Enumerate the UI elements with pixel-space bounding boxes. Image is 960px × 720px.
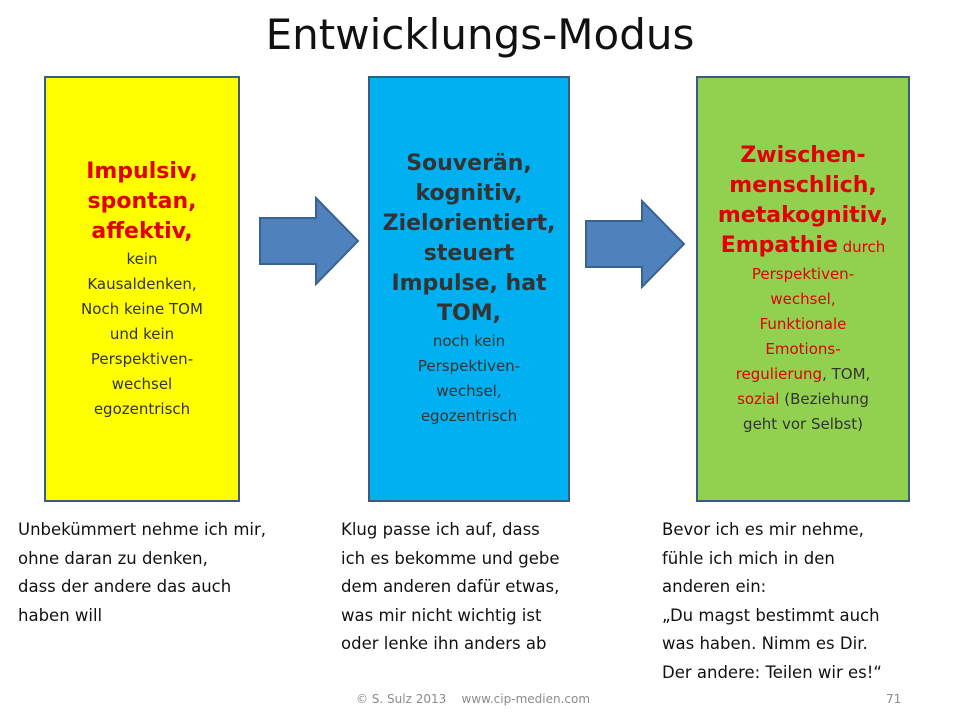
- stage-description: noch kein Perspektiven- wechsel, egozent…: [418, 329, 520, 429]
- arrow-right-icon: [585, 199, 686, 289]
- stage-heading: Impulsiv, spontan, affektiv,: [86, 157, 198, 247]
- heading-line: Impulse, hat: [391, 271, 547, 296]
- description-line: Funktionale: [759, 315, 847, 333]
- page-number: 71: [886, 692, 902, 706]
- caption-line: Der andere: Teilen wir es!“: [662, 662, 882, 682]
- description-line: Emotions-: [765, 340, 841, 358]
- caption-impulsive: Unbekümmert nehme ich mir, ohne daran zu…: [18, 516, 266, 630]
- description-line: Perspektiven-: [751, 265, 855, 283]
- caption-line: ich es bekomme und gebe: [341, 548, 560, 568]
- arrow-right-icon: [259, 196, 360, 286]
- description-line: Noch keine TOM: [81, 299, 203, 318]
- stage-heading: Souverän, kognitiv, Zielorientiert, steu…: [383, 149, 556, 329]
- caption-line: dem anderen dafür etwas,: [341, 577, 560, 596]
- caption-line: dass der andere das auch: [18, 577, 232, 596]
- heading-line: steuert: [423, 241, 515, 266]
- description-line: egozentrisch: [93, 399, 191, 418]
- heading-line: Zwischen-: [740, 143, 866, 168]
- slide-title: Entwicklungs-Modus: [265, 10, 695, 59]
- caption-line: haben will: [18, 605, 103, 625]
- description-line: Kausaldenken,: [87, 274, 197, 293]
- stage-box-sovereign: Souverän, kognitiv, Zielorientiert, steu…: [368, 76, 570, 502]
- heading-line: Souverän,: [406, 151, 532, 176]
- heading-line: affektiv,: [91, 218, 193, 244]
- regulierung-word: regulierung: [735, 365, 823, 383]
- description-line: regulierung, TOM,: [721, 362, 886, 387]
- caption-line: oder lenke ihn anders ab: [341, 634, 547, 653]
- caption-line: was mir nicht wichtig ist: [341, 605, 542, 625]
- stage-description: kein Kausaldenken, Noch keine TOM und ke…: [81, 247, 203, 422]
- caption-line: was haben. Nimm es Dir.: [662, 634, 868, 653]
- empathie-line: Empathie durch: [721, 231, 886, 262]
- description-line: Perspektiven-: [90, 349, 194, 368]
- empathie-word: Empathie: [720, 233, 838, 258]
- durch-word: durch: [837, 238, 886, 256]
- stage-box-interpersonal: Zwischen- menschlich, metakognitiv, Empa…: [696, 76, 910, 502]
- footer-credit: © S. Sulz 2013 www.cip-medien.com: [356, 692, 591, 706]
- beziehung-word: (Beziehung: [779, 390, 869, 408]
- description-line: geht vor Selbst): [743, 415, 863, 433]
- caption-line: Unbekümmert nehme ich mir,: [18, 520, 267, 539]
- caption-line: ohne daran zu denken,: [18, 548, 208, 568]
- tom-word: , TOM,: [822, 365, 871, 383]
- caption-interpersonal: Bevor ich es mir nehme, fühle ich mich i…: [662, 516, 882, 687]
- caption-line: Bevor ich es mir nehme,: [662, 520, 864, 539]
- description-line: egozentrisch: [420, 407, 518, 425]
- stage-description: Empathie durch Perspektiven- wechsel, Fu…: [721, 231, 886, 437]
- stage-box-impulsive: Impulsiv, spontan, affektiv, kein Kausal…: [44, 76, 240, 502]
- heading-line: spontan,: [87, 188, 197, 214]
- heading-line: metakognitiv,: [717, 203, 889, 228]
- description-line: Perspektiven-: [417, 357, 521, 375]
- caption-line: anderen ein:: [662, 577, 767, 596]
- caption-line: Klug passe ich auf, dass: [341, 520, 540, 539]
- description-line: noch kein: [432, 332, 506, 350]
- heading-line: Impulsiv,: [86, 158, 198, 184]
- heading-line: kognitiv,: [415, 181, 523, 206]
- caption-line: fühle ich mich in den: [662, 548, 835, 568]
- description-line: wechsel,: [436, 382, 502, 400]
- description-line: wechsel,: [770, 290, 836, 308]
- stage-heading: Zwischen- menschlich, metakognitiv,: [718, 141, 888, 231]
- heading-line: menschlich,: [729, 173, 877, 198]
- description-line: sozial (Beziehung: [721, 387, 886, 412]
- heading-line: TOM,: [437, 301, 501, 326]
- description-line: und kein: [109, 324, 175, 343]
- caption-line: „Du magst bestimmt auch: [662, 605, 880, 625]
- description-line: kein: [126, 249, 158, 268]
- heading-line: Zielorientiert,: [382, 211, 556, 236]
- sozial-word: sozial: [737, 390, 780, 408]
- description-line: wechsel: [111, 374, 173, 393]
- caption-sovereign: Klug passe ich auf, dass ich es bekomme …: [341, 516, 559, 659]
